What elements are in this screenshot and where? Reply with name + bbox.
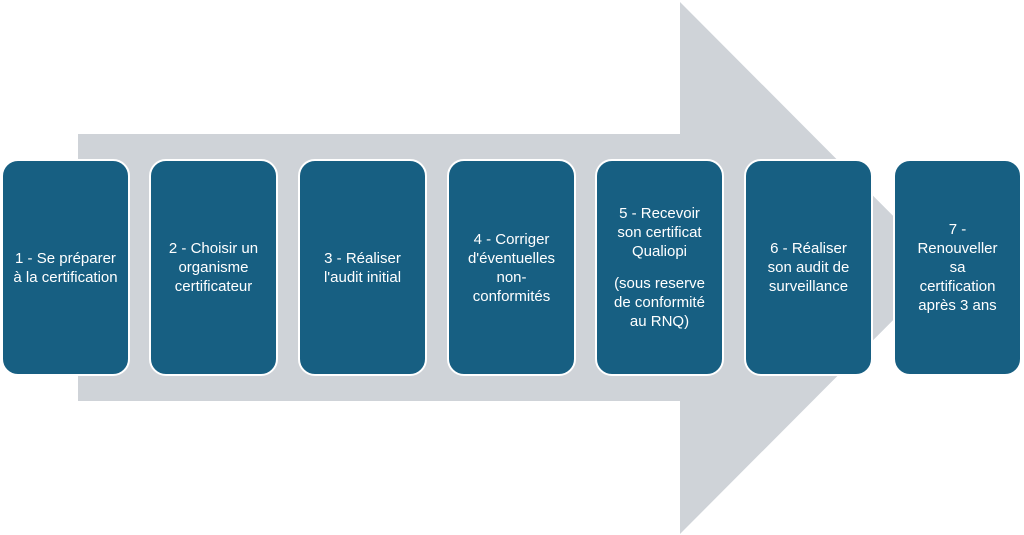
step-6-box: 6 - Réaliser son audit de surveillance	[744, 159, 873, 376]
step-7-box: 7 - Renouveller sa certification après 3…	[893, 159, 1022, 376]
step-2-box: 2 - Choisir un organisme certificateur	[149, 159, 278, 376]
step-5-label: 5 - Recevoir son certificat Qualiopi	[617, 205, 702, 260]
step-2-label: 2 - Choisir un organisme certificateur	[168, 240, 259, 295]
step-3-box: 3 - Réaliser l'audit initial	[298, 159, 427, 376]
step-7-label: 7 - Renouveller sa certification après 3…	[917, 221, 998, 314]
step-1-label: 1 - Se préparer à la certification	[13, 249, 118, 286]
step-5-box: 5 - Recevoir son certificat Qualiopi (so…	[595, 159, 724, 376]
step-3-label: 3 - Réaliser l'audit initial	[323, 249, 402, 286]
step-4-box: 4 - Corriger d'éventuelles non-conformit…	[447, 159, 576, 376]
step-6-label: 6 - Réaliser son audit de surveillance	[767, 240, 850, 295]
step-1-box: 1 - Se préparer à la certification	[1, 159, 130, 376]
step-4-label: 4 - Corriger d'éventuelles non-conformit…	[467, 230, 556, 305]
step-5-note: (sous reserve de conformité au RNQ)	[614, 275, 705, 330]
